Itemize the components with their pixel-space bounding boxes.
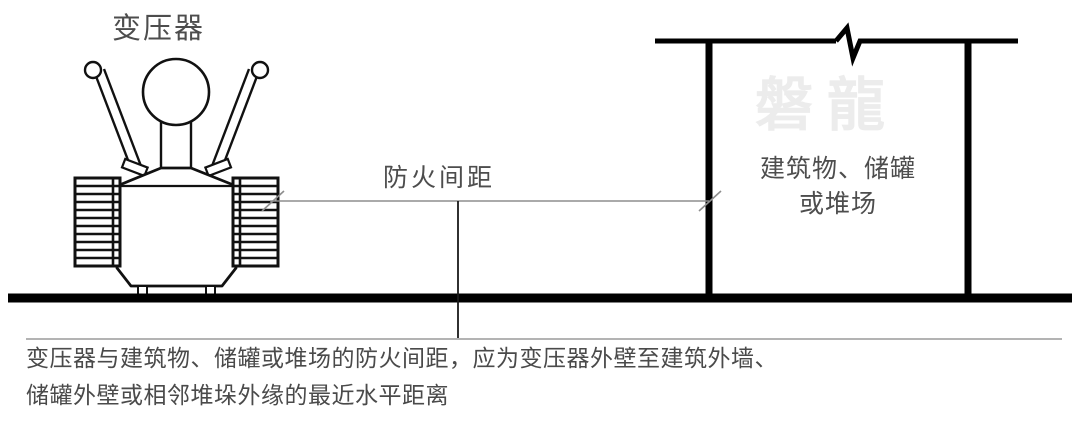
caption-block: 变压器与建筑物、储罐或堆场的防火间距，应为变压器外壁至建筑外墙、 储罐外壁或相邻… <box>26 340 1062 414</box>
bushing-left <box>83 60 150 178</box>
roof-break-symbol <box>834 22 1018 67</box>
building-content-label-line-2: 或堆场 <box>798 190 877 218</box>
dimension-tick-right <box>698 190 722 212</box>
radiator-left <box>73 176 122 268</box>
building-or-tank-or-yard <box>655 22 1018 298</box>
caption-line-2: 储罐外壁或相邻堆垛外缘的最近水平距离 <box>26 382 449 408</box>
bushing-center <box>141 57 211 172</box>
bushing-right <box>203 60 270 178</box>
transformer-tank <box>115 166 238 288</box>
dimension-tick-left <box>261 190 285 212</box>
transformer <box>73 57 280 301</box>
fire-separation-dimension-line <box>261 190 722 338</box>
radiator-right <box>231 176 280 268</box>
transformer-title-label: 变压器 <box>112 13 206 45</box>
watermark-text: 磐龍 <box>755 71 900 139</box>
building-content-label-line-1: 建筑物、储罐 <box>759 155 916 183</box>
fire-separation-distance-label: 防火间距 <box>383 164 496 192</box>
caption-line-1: 变压器与建筑物、储罐或堆场的防火间距，应为变压器外壁至建筑外墙、 <box>26 345 778 371</box>
building-content-label: 建筑物、储罐或堆场 <box>707 152 969 222</box>
